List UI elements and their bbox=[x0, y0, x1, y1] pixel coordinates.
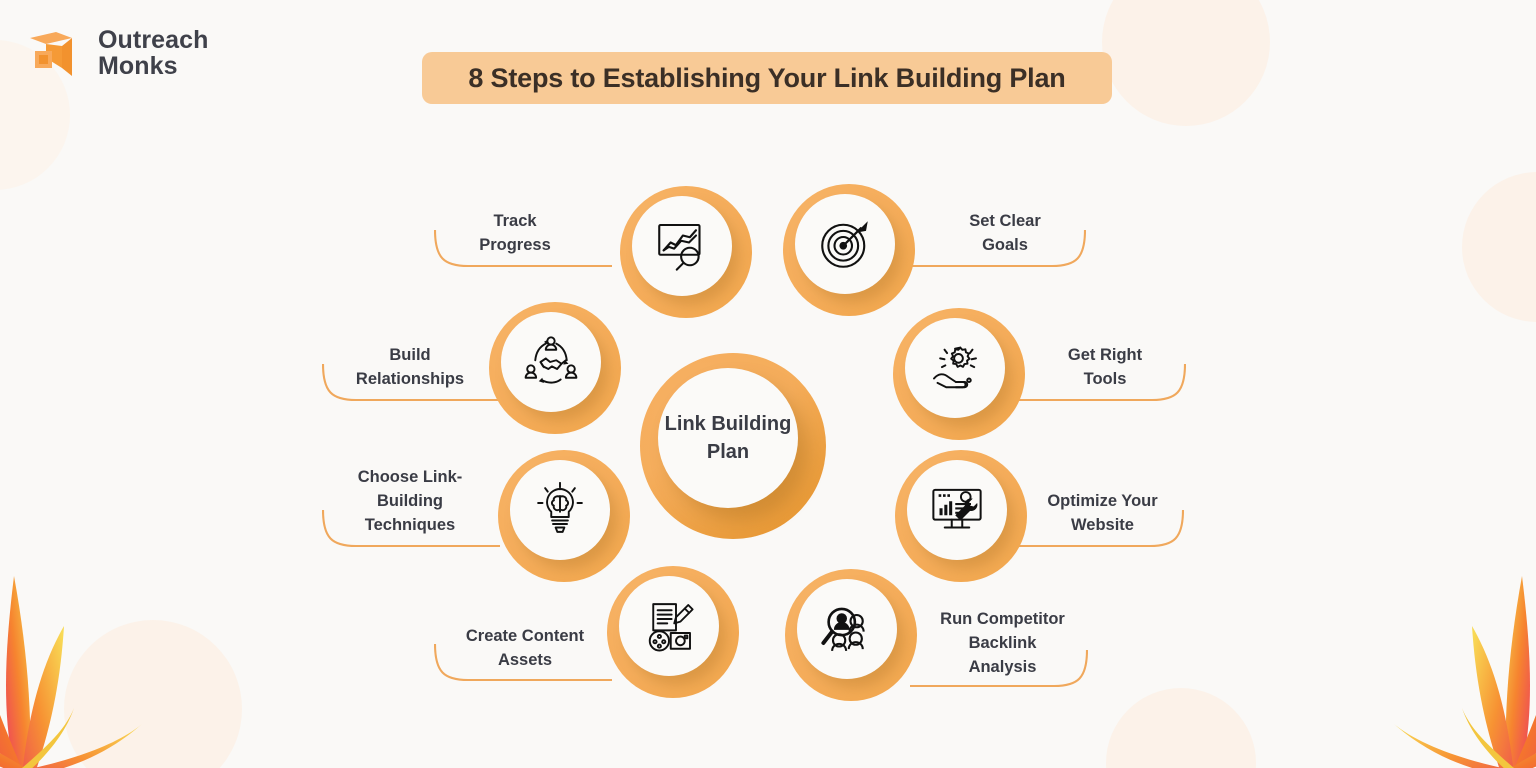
connector-choose-techniques bbox=[322, 509, 500, 548]
connector-create-content bbox=[434, 643, 612, 682]
step-label: Set Clear Goals bbox=[969, 212, 1041, 254]
step-node-build-relationships[interactable] bbox=[489, 302, 621, 434]
step-label: Optimize Your Website bbox=[1047, 492, 1158, 534]
lightbulb-brain-icon bbox=[537, 482, 583, 533]
step-node-choose-link-building-techniques[interactable] bbox=[498, 450, 630, 582]
decor-circle bbox=[64, 620, 242, 768]
step-node-run-competitor-backlink-analysis[interactable] bbox=[785, 569, 917, 701]
node-inner bbox=[905, 318, 1005, 418]
page-title: 8 Steps to Establishing Your Link Buildi… bbox=[468, 62, 1066, 93]
document-pencil-media-icon bbox=[648, 603, 694, 652]
step-node-get-right-tools[interactable] bbox=[893, 308, 1025, 440]
connector-competitor-analysis bbox=[910, 649, 1088, 688]
cube-arrow-logo-icon bbox=[30, 32, 72, 76]
handshake-network-icon bbox=[524, 336, 578, 384]
label-optimize-website: Optimize Your Website bbox=[1020, 490, 1185, 538]
step-node-track-progress[interactable] bbox=[620, 186, 752, 318]
label-track-progress: Track Progress bbox=[440, 210, 590, 258]
label-competitor-analysis: Run Competitor Backlink Analysis bbox=[920, 608, 1085, 680]
leaf-decoration-right bbox=[1394, 576, 1536, 768]
step-label: Create Content Assets bbox=[465, 627, 585, 669]
step-node-create-content-assets[interactable] bbox=[607, 566, 739, 698]
node-inner bbox=[797, 579, 897, 679]
decor-circle bbox=[1462, 172, 1536, 322]
hub-inner: Link Building Plan bbox=[658, 368, 798, 508]
connector-track-progress bbox=[434, 229, 612, 268]
brand-wordmark: Outreach Monks bbox=[98, 25, 209, 80]
chart-magnifier-icon bbox=[658, 223, 701, 271]
hub-label: Link Building Plan bbox=[664, 412, 792, 463]
label-create-content: Create Content Assets bbox=[440, 625, 610, 673]
node-inner bbox=[501, 312, 601, 412]
connector-optimize-website bbox=[1006, 509, 1184, 548]
step-node-optimize-your-website[interactable] bbox=[895, 450, 1027, 582]
page-title-banner: 8 Steps to Establishing Your Link Buildi… bbox=[422, 52, 1112, 104]
brand-logo[interactable]: Outreach Monks bbox=[26, 24, 209, 82]
center-hub[interactable]: Link Building Plan bbox=[640, 353, 826, 539]
node-inner bbox=[619, 576, 719, 676]
label-get-right-tools: Get Right Tools bbox=[1030, 344, 1180, 392]
label-build-relationships: Build Relationships bbox=[330, 344, 490, 392]
node-inner bbox=[907, 460, 1007, 560]
brand-name-line1: Outreach bbox=[98, 25, 209, 54]
connector-get-right-tools bbox=[1008, 363, 1186, 402]
decor-circle bbox=[1106, 688, 1256, 768]
label-set-clear-goals: Set Clear Goals bbox=[930, 210, 1080, 258]
connector-build-relationships bbox=[322, 363, 500, 402]
step-node-set-clear-goals[interactable] bbox=[783, 184, 915, 316]
step-label: Choose Link- Building Techniques bbox=[357, 468, 463, 534]
connector-set-clear-goals bbox=[908, 229, 1086, 268]
target-dart-icon bbox=[821, 221, 868, 268]
node-inner bbox=[510, 460, 610, 560]
step-label: Track Progress bbox=[479, 212, 551, 254]
node-inner bbox=[795, 194, 895, 294]
hand-gear-icon bbox=[933, 346, 977, 389]
step-label: Build Relationships bbox=[355, 346, 465, 388]
decor-circle bbox=[1102, 0, 1270, 126]
label-choose-techniques: Choose Link- Building Techniques bbox=[330, 466, 490, 538]
step-label: Get Right Tools bbox=[1067, 346, 1143, 388]
node-inner bbox=[632, 196, 732, 296]
monitor-wrench-icon bbox=[932, 488, 982, 529]
brand-name-line2: Monks bbox=[98, 52, 178, 80]
step-label: Run Competitor Backlink Analysis bbox=[940, 610, 1065, 676]
people-magnifier-icon bbox=[821, 607, 865, 652]
